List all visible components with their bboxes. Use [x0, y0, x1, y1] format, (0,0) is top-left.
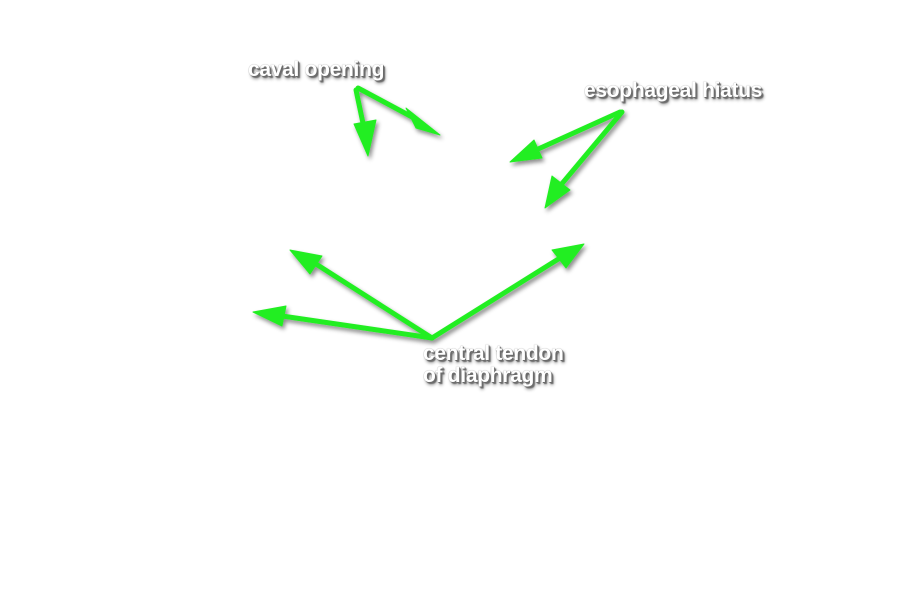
esophageal-hiatus-text: esophageal hiatus [584, 79, 763, 102]
central-tendon-arrow-left [252, 305, 435, 341]
caval-arrow-down [353, 87, 377, 157]
esophageal-hiatus-label: esophageal hiatus [584, 80, 762, 102]
caval-arrow-right [355, 85, 441, 136]
esophageal-arrow-left [509, 109, 623, 163]
caval-opening-label: caval opening [248, 59, 384, 81]
central-tendon-arrow-upleft [289, 249, 435, 341]
central-tendon-line2: of diaphragm [423, 364, 553, 387]
central-tendon-line1: central tendon [423, 342, 564, 365]
esophageal-arrow-down [544, 109, 625, 209]
central-tendon-label: central tendon of diaphragm [423, 342, 564, 387]
central-tendon-arrow-upright [429, 243, 585, 341]
caval-opening-text: caval opening [248, 58, 385, 81]
